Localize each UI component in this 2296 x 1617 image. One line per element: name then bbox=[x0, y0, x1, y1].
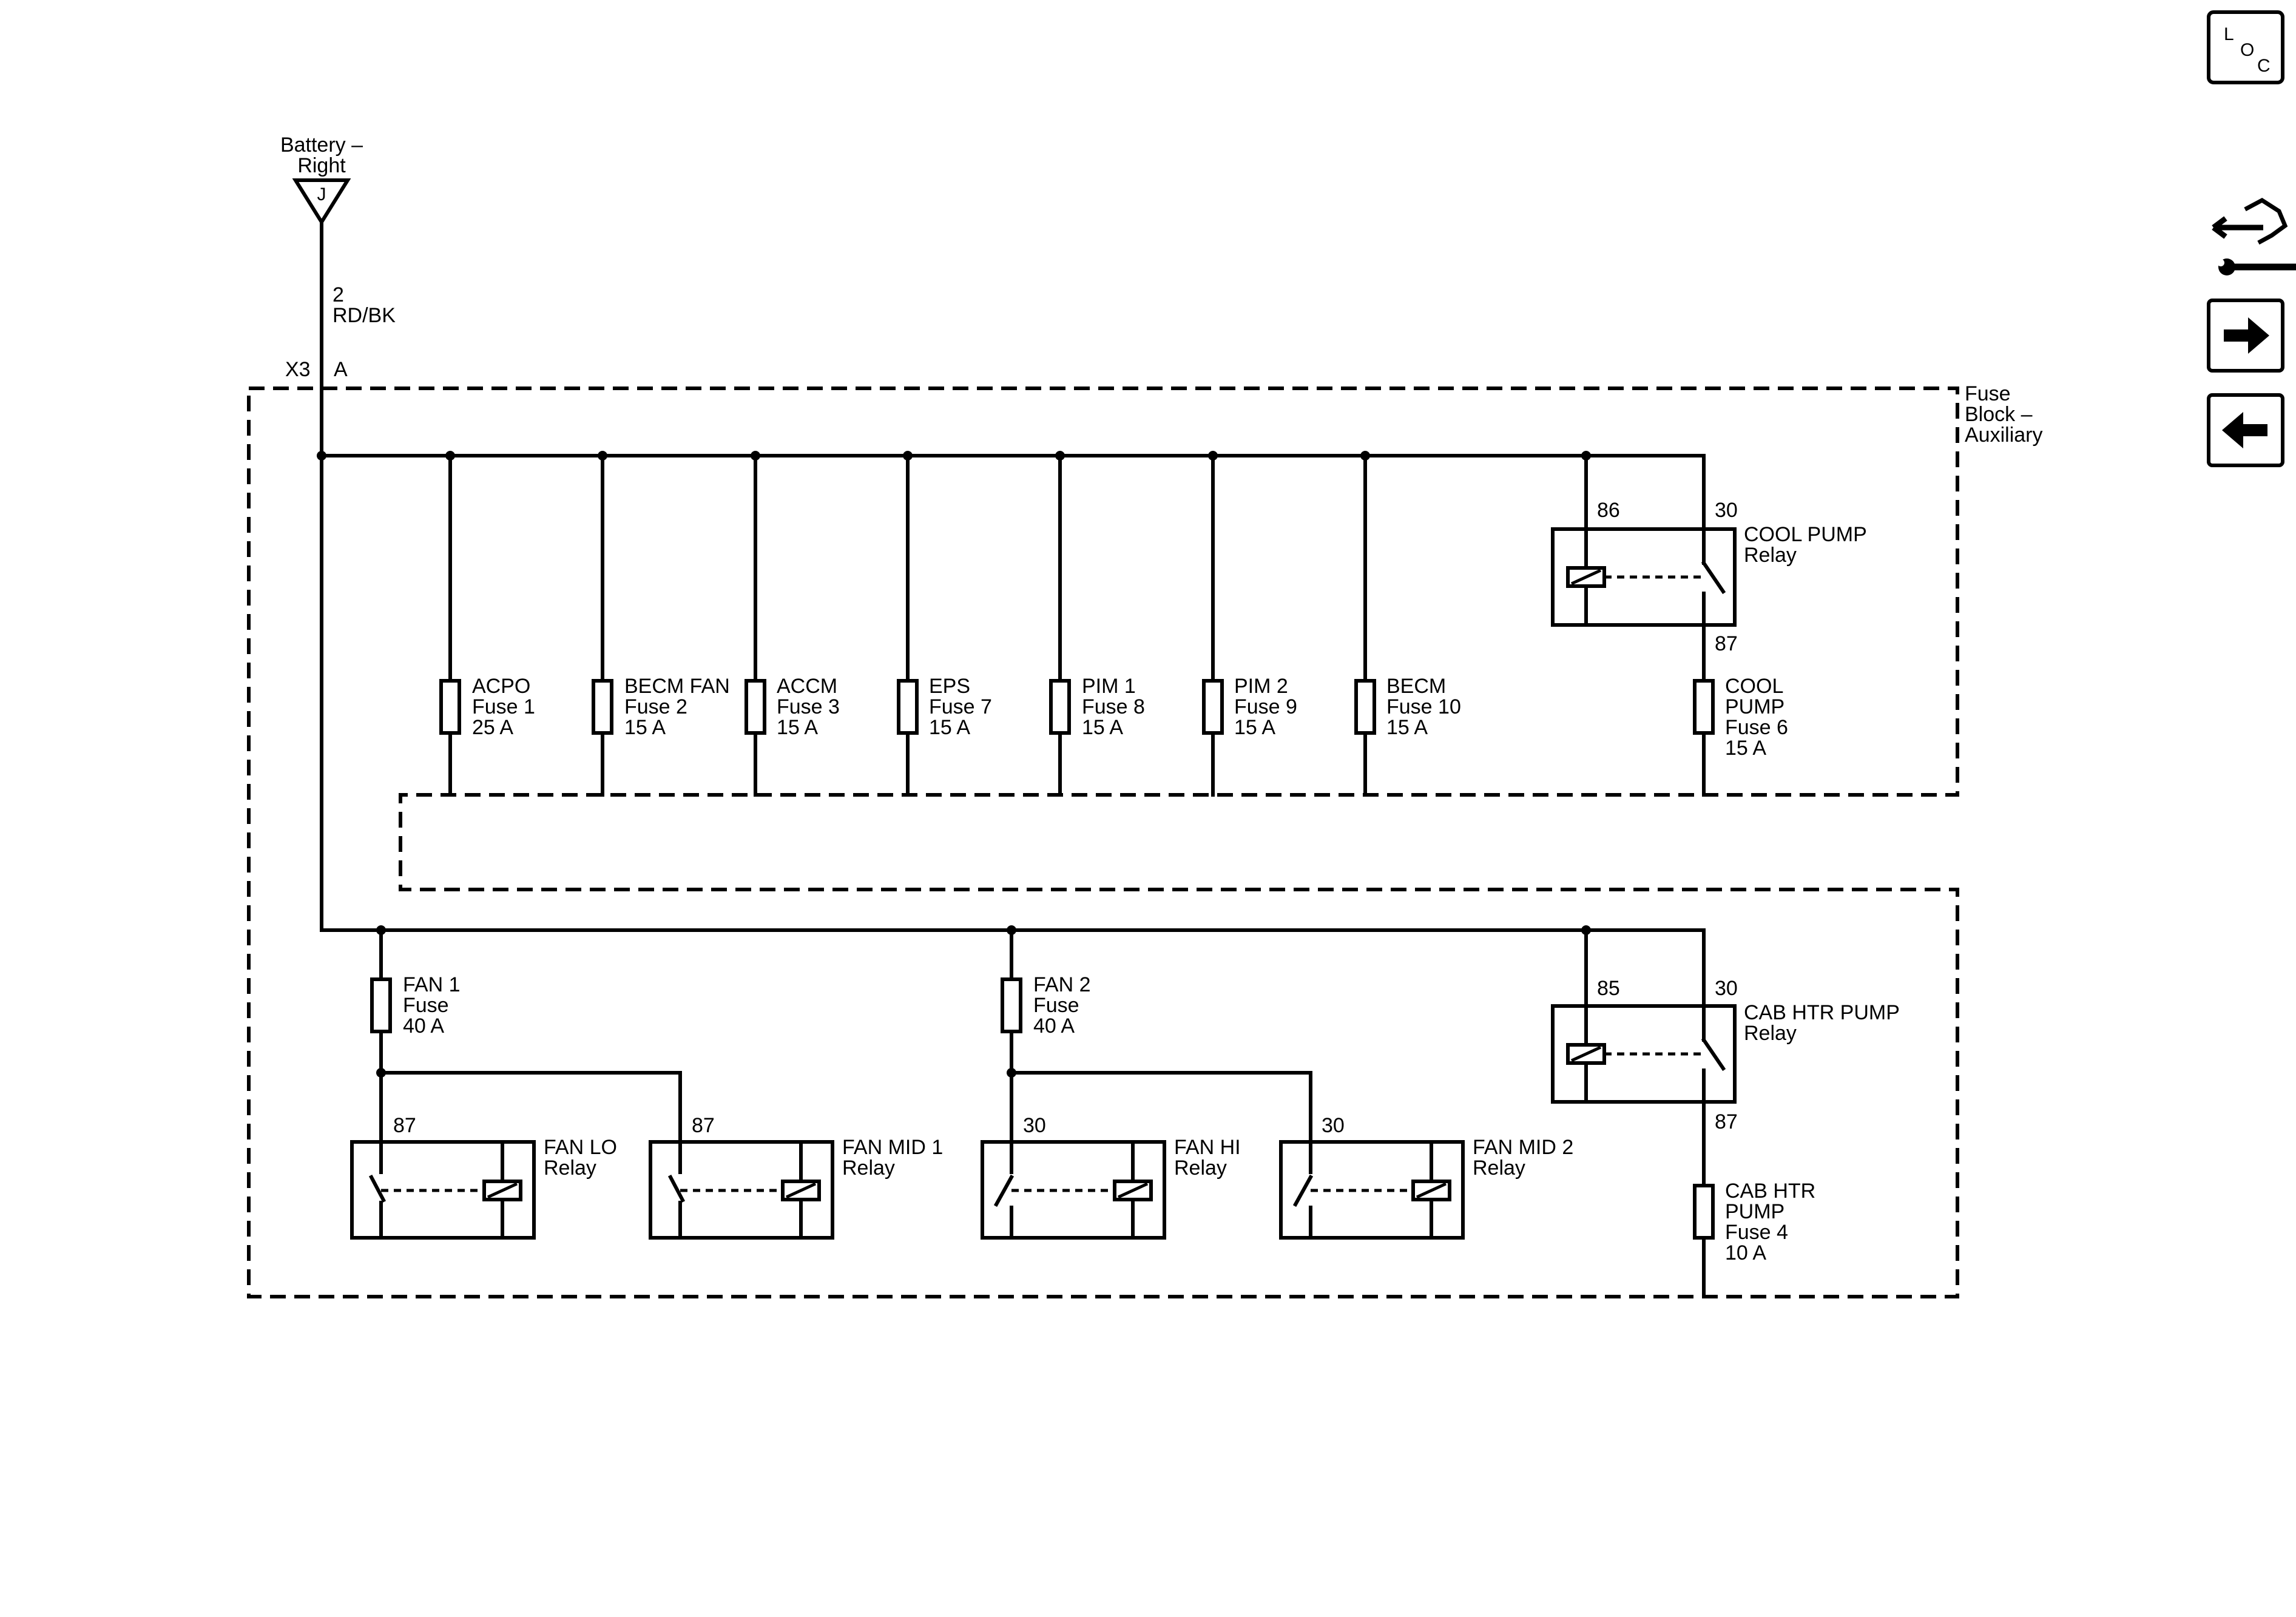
cab-htr-pin-85: 85 bbox=[1597, 977, 1620, 1000]
battery-label-line2: Right bbox=[297, 154, 346, 177]
loc-button[interactable]: L O C bbox=[2207, 10, 2284, 84]
loc-letter-l: L bbox=[2224, 24, 2234, 44]
battery-label-line1: Battery – bbox=[280, 133, 363, 157]
fuse-acpo: ACPO Fuse 1 25 A bbox=[439, 451, 535, 797]
fan-hi-relay-pin: 30 bbox=[1023, 1114, 1046, 1137]
fuse-cool-pump-line3: Fuse 6 bbox=[1725, 716, 1788, 739]
cab-htr-pin-30: 30 bbox=[1715, 977, 1738, 1000]
fuse-becm-fan-name: BECM FAN bbox=[624, 675, 730, 698]
fan-mid-1-relay-label-line1: FAN MID 1 bbox=[842, 1136, 943, 1159]
fan-1-fuse-line2: Fuse bbox=[403, 994, 449, 1017]
cool-pump-pin-30: 30 bbox=[1715, 499, 1738, 522]
battery-connector-letter: J bbox=[317, 184, 326, 204]
fuse-becm-fan: BECM FAN Fuse 2 15 A bbox=[592, 451, 730, 797]
connector-name: X3 bbox=[285, 358, 311, 381]
previous-page-button[interactable] bbox=[2207, 393, 2284, 467]
fuse-accm-rating: 15 A bbox=[777, 716, 818, 739]
fan-hi-relay-label-line2: Relay bbox=[1174, 1156, 1227, 1180]
fuse-accm-name: ACCM bbox=[777, 675, 837, 698]
cab-htr-pin-87: 87 bbox=[1715, 1110, 1738, 1133]
fuse-cab-htr-pump: CAB HTR PUMP Fuse 4 10 A bbox=[1693, 1100, 1815, 1298]
fuse-accm-number: Fuse 3 bbox=[777, 695, 840, 718]
fuse-pim-2-number: Fuse 9 bbox=[1234, 695, 1297, 718]
wire-color: RD/BK bbox=[333, 304, 396, 327]
fuse-eps-number: Fuse 7 bbox=[929, 695, 992, 718]
fan-1-fuse: FAN 1 Fuse 40 A bbox=[370, 925, 682, 1144]
battery-terminal: Battery – Right J bbox=[280, 133, 363, 226]
cool-pump-pin-87: 87 bbox=[1715, 632, 1738, 655]
fuse-pim-2: PIM 2 Fuse 9 15 A bbox=[1202, 451, 1297, 797]
next-page-button[interactable] bbox=[2207, 299, 2284, 373]
cab-htr-relay-label-line2: Relay bbox=[1744, 1022, 1797, 1045]
fuse-block-label-line3: Auxiliary bbox=[1965, 424, 2042, 447]
previous-page-arrow-icon bbox=[2222, 412, 2267, 448]
fuse-pim-1-number: Fuse 8 bbox=[1082, 695, 1145, 718]
fuse-acpo-rating: 25 A bbox=[472, 716, 513, 739]
fan-mid-2-relay: 30 FAN MID 2 Relay bbox=[1279, 1114, 1573, 1240]
fuse-eps-name: EPS bbox=[929, 675, 970, 698]
fuse-eps-rating: 15 A bbox=[929, 716, 970, 739]
fuse-accm: ACCM Fuse 3 15 A bbox=[745, 451, 840, 797]
fan-hi-relay: 30 FAN HI Relay bbox=[981, 1114, 1241, 1240]
fuse-acpo-number: Fuse 1 bbox=[472, 695, 535, 718]
cool-pump-pin-86: 86 bbox=[1597, 499, 1620, 522]
fuse-eps: EPS Fuse 7 15 A bbox=[897, 451, 992, 797]
loc-letter-o: O bbox=[2240, 40, 2254, 60]
fuse-cab-htr-line3: Fuse 4 bbox=[1725, 1221, 1788, 1244]
fuse-pim-1: PIM 1 Fuse 8 15 A bbox=[1049, 451, 1145, 797]
fan-lo-relay: 87 FAN LO Relay bbox=[350, 1114, 617, 1240]
fuse-cab-htr-line2: PUMP bbox=[1725, 1200, 1784, 1223]
cab-htr-pump-relay: 85 30 87 CAB HTR PUMP Relay bbox=[1551, 925, 1900, 1133]
fan-mid-2-relay-label-line2: Relay bbox=[1473, 1156, 1525, 1180]
cab-htr-relay-label-line1: CAB HTR PUMP bbox=[1744, 1001, 1900, 1024]
fuse-becm-fan-rating: 15 A bbox=[624, 716, 666, 739]
fan-mid-1-relay-label-line2: Relay bbox=[842, 1156, 895, 1180]
wire-circuit-number: 2 bbox=[333, 283, 344, 306]
cool-pump-relay-label-line2: Relay bbox=[1744, 544, 1797, 567]
fuse-pim-2-rating: 15 A bbox=[1234, 716, 1275, 739]
fan-lo-relay-label-line2: Relay bbox=[544, 1156, 596, 1180]
fuse-block-label-line1: Fuse bbox=[1965, 382, 2011, 405]
loc-letter-c: C bbox=[2257, 56, 2271, 76]
fuse-acpo-name: ACPO bbox=[472, 675, 530, 698]
next-page-arrow-icon bbox=[2224, 317, 2269, 354]
fan-1-fuse-line3: 40 A bbox=[403, 1014, 444, 1038]
fan-mid-1-relay-pin: 87 bbox=[692, 1114, 715, 1137]
fan-2-fuse: FAN 2 Fuse 40 A bbox=[1001, 925, 1312, 1144]
fuse-becm-rating: 15 A bbox=[1386, 716, 1428, 739]
fan-lo-relay-label-line1: FAN LO bbox=[544, 1136, 617, 1159]
fan-hi-relay-label-line1: FAN HI bbox=[1174, 1136, 1241, 1159]
fuse-becm: BECM Fuse 10 15 A bbox=[1354, 451, 1461, 797]
fuse-becm-name: BECM bbox=[1386, 675, 1446, 698]
fan-2-fuse-line1: FAN 2 bbox=[1033, 973, 1090, 996]
fuse-pim-2-name: PIM 2 bbox=[1234, 675, 1288, 698]
fuse-block-outline bbox=[247, 387, 1959, 1298]
fan-lo-relay-pin: 87 bbox=[393, 1114, 416, 1137]
cool-pump-relay: 86 30 87 COOL PUMP Relay bbox=[1551, 451, 1867, 655]
fuse-cool-pump-line1: COOL bbox=[1725, 675, 1783, 698]
splice-dot bbox=[317, 451, 326, 461]
fuse-pim-1-rating: 15 A bbox=[1082, 716, 1123, 739]
fuse-cab-htr-line4: 10 A bbox=[1725, 1241, 1766, 1264]
fuse-cool-pump: COOL PUMP Fuse 6 15 A bbox=[1693, 623, 1788, 797]
fuse-becm-number: Fuse 10 bbox=[1386, 695, 1461, 718]
fan-2-fuse-line3: 40 A bbox=[1033, 1014, 1075, 1038]
fuse-pim-1-name: PIM 1 bbox=[1082, 675, 1136, 698]
fuse-cab-htr-line1: CAB HTR bbox=[1725, 1180, 1815, 1203]
connector-end-view-icon[interactable] bbox=[2212, 197, 2296, 275]
fan-2-fuse-line2: Fuse bbox=[1033, 994, 1079, 1017]
fan-1-fuse-line1: FAN 1 bbox=[403, 973, 460, 996]
fuse-becm-fan-number: Fuse 2 bbox=[624, 695, 687, 718]
fan-mid-2-relay-label-line1: FAN MID 2 bbox=[1473, 1136, 1573, 1159]
cool-pump-relay-label-line1: COOL PUMP bbox=[1744, 523, 1867, 546]
fuse-block-label-line2: Block – bbox=[1965, 403, 2033, 426]
fan-mid-1-relay: 87 FAN MID 1 Relay bbox=[649, 1114, 943, 1240]
connector-pin: A bbox=[334, 358, 348, 381]
battery-connector-triangle bbox=[292, 178, 351, 226]
fuse-cool-pump-line4: 15 A bbox=[1725, 737, 1766, 760]
fuse-cool-pump-line2: PUMP bbox=[1725, 695, 1784, 718]
fan-mid-2-relay-pin: 30 bbox=[1322, 1114, 1345, 1137]
